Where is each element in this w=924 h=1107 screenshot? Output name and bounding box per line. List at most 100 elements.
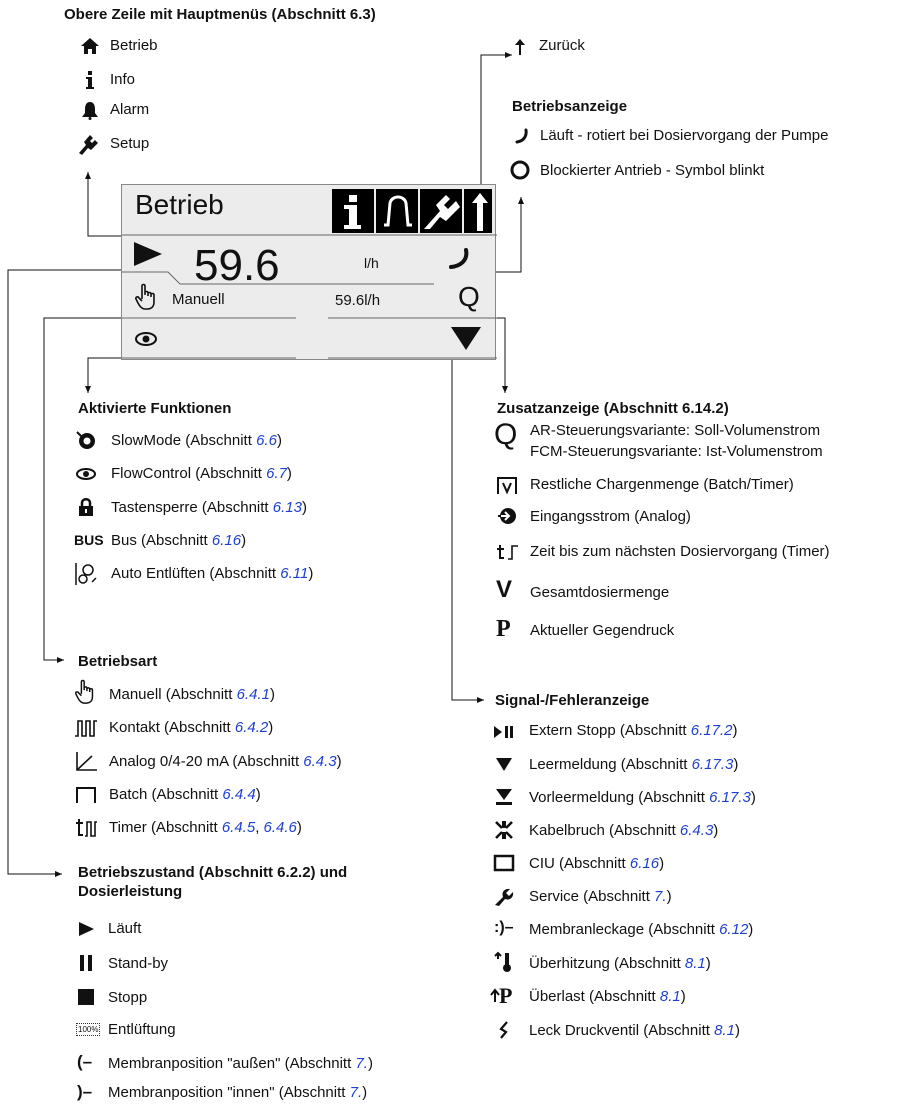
- cable-break-icon: [492, 820, 516, 840]
- operating-mode-batch: Batch (Abschnitt 6.4.4): [109, 786, 261, 803]
- signal-cable-break: Kabelbruch (Abschnitt 6.4.3): [529, 822, 719, 839]
- timer-next-icon: [495, 542, 519, 562]
- batch-remaining-icon: [495, 475, 519, 495]
- display-mode: Manuell: [172, 291, 225, 308]
- signal-pre-empty: Vorleermeldung (Abschnitt 6.17.3): [529, 789, 756, 806]
- q-symbol-icon: Q: [494, 418, 518, 451]
- external-stop-icon: [492, 722, 516, 742]
- additional-display-timer: Zeit bis zum nächsten Dosiervorgang (Tim…: [530, 543, 830, 560]
- home-icon: [78, 36, 102, 56]
- additional-display-input-current: Eingangsstrom (Analog): [530, 508, 691, 525]
- hand-icon: [134, 283, 160, 316]
- back-label: Zurück: [539, 37, 585, 54]
- overheat-icon: [492, 951, 516, 972]
- display-flow: 59.6l/h: [335, 292, 381, 309]
- back-arrow-icon: [512, 37, 528, 57]
- volume-v-icon: V: [496, 576, 513, 603]
- operating-state-venting: Entlüftung: [108, 1021, 176, 1038]
- membrane-leak-icon: :)–: [494, 919, 514, 936]
- active-function-slowmode: SlowMode (Abschnitt 6.6): [111, 432, 282, 449]
- auto-vent-icon: [74, 563, 98, 585]
- lock-icon: [74, 497, 98, 517]
- pre-empty-icon: [492, 787, 516, 807]
- additional-display-total-volume: Gesamtdosiermenge: [530, 584, 670, 601]
- operating-mode-heading: Betriebsart: [78, 653, 158, 670]
- display-value: 59.6: [194, 241, 280, 290]
- overload-arrow-icon: [490, 986, 500, 1006]
- signal-overheat: Überhitzung (Abschnitt 8.1): [529, 955, 711, 972]
- signal-display-heading: Signal-/Fehleranzeige: [495, 692, 650, 709]
- hand-icon: [74, 679, 98, 704]
- pressure-p-icon: P: [496, 616, 511, 642]
- pause-icon: [74, 953, 98, 973]
- operating-state-heading-line2: Dosierleistung: [78, 883, 183, 900]
- eye-icon: [134, 331, 158, 352]
- blocked-circle-icon: [508, 160, 532, 180]
- eye-icon: [74, 464, 98, 484]
- operation-indicator-heading: Betriebsanzeige: [512, 98, 628, 115]
- slowmode-icon: [74, 430, 98, 450]
- signal-valve-leak: Leck Druckventil (Abschnitt 8.1): [529, 1022, 740, 1039]
- operating-state-standby: Stand-by: [108, 955, 169, 972]
- operating-mode-manual: Manuell (Abschnitt 6.4.1): [109, 686, 275, 703]
- operating-state-heading-line1: Betriebszustand (Abschnitt 6.2.2) und: [78, 864, 348, 881]
- play-icon: [132, 241, 164, 272]
- operation-indicator-blocked: Blockierter Antrieb - Symbol blinkt: [540, 162, 765, 179]
- top-menu-heading: Obere Zeile mit Hauptmenüs (Abschnitt 6.…: [64, 6, 376, 23]
- alarm-bell-icon: [78, 100, 102, 120]
- additional-display-q-line1: AR-Steuerungsvariante: Soll-Volumenstrom: [530, 422, 821, 439]
- venting-100-icon: 100%: [76, 1023, 101, 1036]
- signal-overload: Überlast (Abschnitt 8.1): [529, 988, 686, 1005]
- signal-empty: Leermeldung (Abschnitt 6.17.3): [529, 756, 739, 773]
- input-current-icon: [495, 506, 519, 526]
- timer-pulse-icon: [74, 818, 98, 838]
- membrane-out-icon: (–: [77, 1052, 93, 1071]
- valve-leak-icon: [492, 1020, 516, 1040]
- signal-service: Service (Abschnitt 7.): [529, 888, 672, 905]
- signal-membrane-leak: Membranleckage (Abschnitt 6.12): [529, 921, 754, 938]
- operating-state-running: Läuft: [108, 920, 142, 937]
- display-unit: l/h: [364, 255, 379, 271]
- display-title: Betrieb: [135, 189, 224, 220]
- signal-ciu: CIU (Abschnitt 6.16): [529, 855, 665, 872]
- top-menu-item-info: Info: [110, 71, 136, 88]
- active-functions-heading: Aktivierte Funktionen: [78, 400, 232, 417]
- additional-display-heading: Zusatzanzeige (Abschnitt 6.14.2): [497, 400, 729, 417]
- overload-icon: P: [499, 983, 513, 1008]
- active-function-flowcontrol: FlowControl (Abschnitt 6.7): [111, 465, 292, 482]
- display-gridlines: [122, 234, 497, 359]
- additional-display-pressure: Aktueller Gegendruck: [530, 622, 675, 639]
- play-icon: [74, 919, 98, 939]
- operating-mode-analog: Analog 0/4-20 mA (Abschnitt 6.4.3): [109, 753, 342, 770]
- operation-indicator-running: Läuft - rotiert bei Dosiervorgang der Pu…: [540, 127, 829, 144]
- operating-mode-contact: Kontakt (Abschnitt 6.4.2): [109, 719, 274, 736]
- running-arc-icon: [447, 247, 471, 276]
- operating-mode-timer: Timer (Abschnitt 6.4.5, 6.4.6): [109, 819, 302, 836]
- active-function-bus: Bus (Abschnitt 6.16): [111, 532, 247, 549]
- bus-icon: BUS: [74, 532, 104, 548]
- top-menu-item-betrieb: Betrieb: [110, 37, 158, 54]
- empty-signal-icon: [450, 325, 482, 356]
- pump-display: Betrieb 59.6 l/h Manuell 59.6l/h Q: [121, 184, 497, 360]
- operating-state-membrane-out: Membranposition "außen" (Abschnitt 7.): [108, 1055, 373, 1072]
- running-arc-icon: [512, 126, 532, 146]
- membrane-in-icon: )–: [77, 1082, 93, 1101]
- empty-signal-icon: [492, 754, 516, 774]
- setup-icon: [76, 134, 100, 155]
- info-icon: [78, 70, 102, 90]
- display-menu-icons: [332, 189, 492, 238]
- active-function-auto-vent: Auto Entlüften (Abschnitt 6.11): [111, 565, 314, 582]
- batch-icon: [74, 785, 98, 805]
- additional-display-q-line2: FCM-Steuerungsvariante: Ist-Volumenstrom: [530, 443, 823, 460]
- service-wrench-icon: [492, 887, 516, 907]
- stop-icon: [74, 987, 98, 1007]
- additional-display-batch: Restliche Chargenmenge (Batch/Timer): [530, 476, 794, 493]
- operating-state-membrane-in: Membranposition "innen" (Abschnitt 7.): [108, 1084, 368, 1101]
- pulse-icon: [74, 718, 98, 738]
- analog-icon: [74, 751, 98, 771]
- signal-external-stop: Extern Stopp (Abschnitt 6.17.2): [529, 722, 738, 739]
- ciu-icon: [492, 853, 516, 873]
- active-function-keylock: Tastensperre (Abschnitt 6.13): [111, 499, 307, 516]
- top-menu-item-alarm: Alarm: [110, 101, 150, 118]
- display-q-symbol: Q: [458, 281, 480, 312]
